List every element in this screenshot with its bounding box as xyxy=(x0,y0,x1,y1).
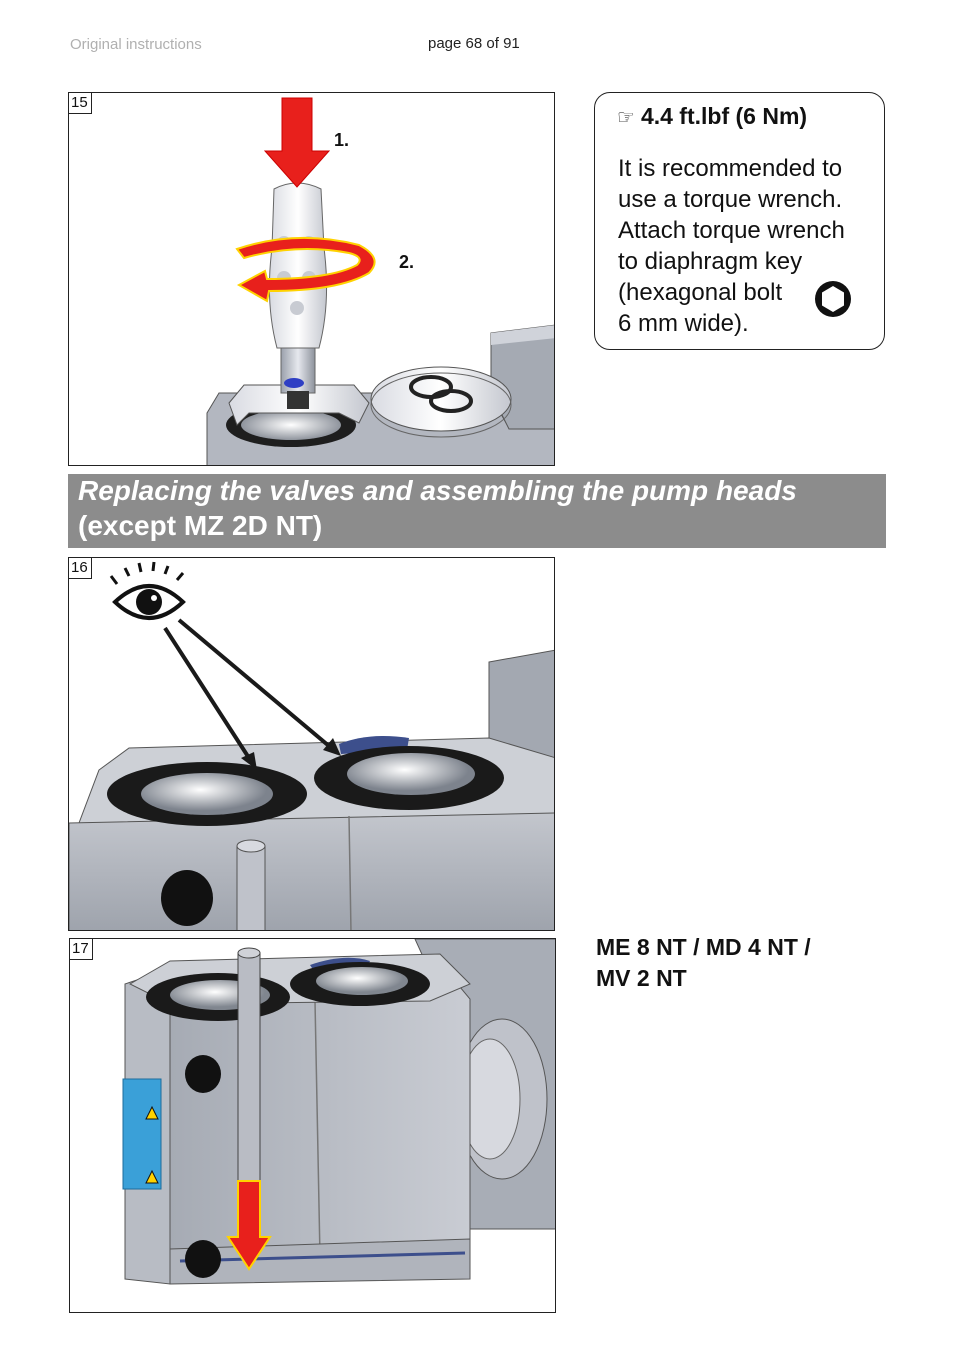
section-title-line-2: (except MZ 2D NT) xyxy=(78,510,323,541)
pointing-hand-icon: ☞ xyxy=(617,107,635,129)
figure-number: 15 xyxy=(69,93,92,114)
figure-17: 17 xyxy=(69,938,556,1313)
figure-number: 17 xyxy=(70,939,93,960)
valve-seat-inspection-illustration xyxy=(69,561,554,930)
torque-title: ☞4.4 ft.lbf (6 Nm) xyxy=(617,103,807,130)
diaphragm-key-illustration xyxy=(206,97,554,465)
instruction-line: Attach torque wrench xyxy=(618,217,845,244)
step-1-label: 1. xyxy=(334,130,350,150)
figure-number: 16 xyxy=(69,558,92,579)
header-document-type: Original instructions xyxy=(70,36,202,53)
torque-callout: ☞4.4 ft.lbf (6 Nm) It is recommended to … xyxy=(594,92,885,350)
instruction-line: (hexagonal bolt xyxy=(618,279,783,306)
instruction-line: use a torque wrench. xyxy=(618,186,843,213)
instruction-line: It is recommended to xyxy=(618,155,843,182)
section-heading: Replacing the valves and assembling the … xyxy=(68,474,886,548)
section-title-line-1: Replacing the valves and assembling the … xyxy=(78,475,797,506)
torque-value: 4.4 ft.lbf (6 Nm) xyxy=(640,103,808,129)
instruction-line: to diaphragm key xyxy=(618,248,803,275)
model-line-1: ME 8 NT / MD 4 NT / xyxy=(596,934,811,960)
figure-15: 15 1. 2. xyxy=(68,92,555,466)
model-designation: ME 8 NT / MD 4 NT / MV 2 NT xyxy=(596,932,811,994)
hexagon-bolt-icon xyxy=(815,281,851,317)
instruction-line: 6 mm wide). xyxy=(618,310,749,337)
valve-insertion-illustration xyxy=(122,939,555,1285)
page-number: page 68 of 91 xyxy=(428,35,520,52)
model-line-2: MV 2 NT xyxy=(596,965,687,991)
step-2-label: 2. xyxy=(399,252,415,272)
torque-instructions: It is recommended to use a torque wrench… xyxy=(618,153,878,339)
eye-icon xyxy=(109,561,186,620)
figure-16: 16 xyxy=(68,557,555,931)
